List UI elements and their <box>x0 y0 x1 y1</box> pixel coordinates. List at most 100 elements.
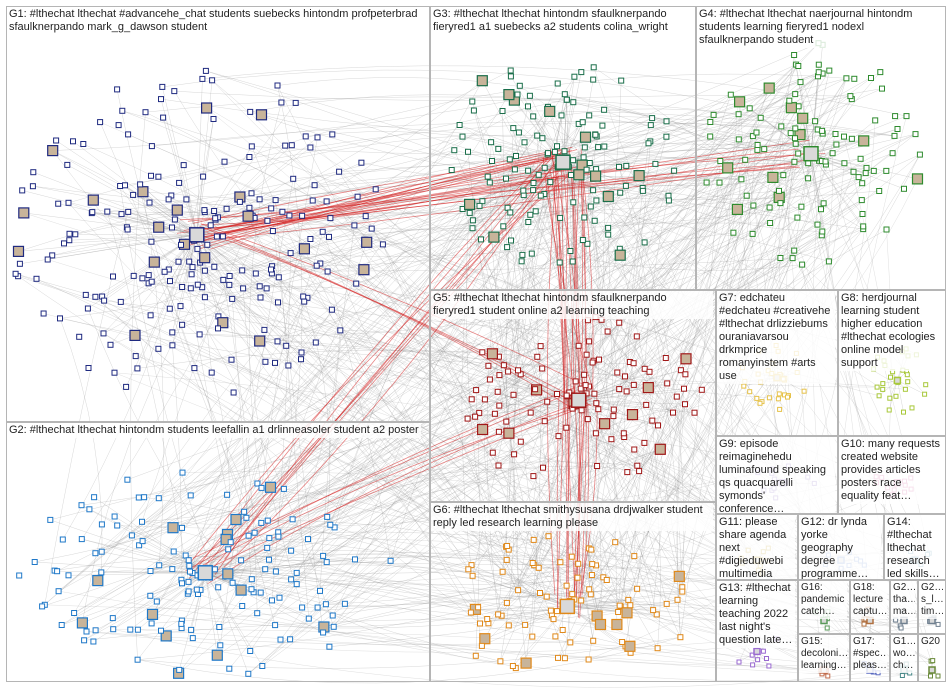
strong-edge <box>200 223 589 388</box>
user-avatar-node <box>211 649 223 661</box>
graph-node <box>92 627 99 634</box>
user-avatar-node <box>642 382 654 394</box>
graph-node <box>641 239 648 246</box>
graph-node <box>855 174 862 181</box>
user-avatar-node <box>614 249 626 261</box>
graph-node <box>670 409 676 416</box>
user-avatar-node <box>160 630 172 642</box>
inter-group-edge <box>242 288 303 608</box>
graph-node <box>527 211 534 218</box>
inter-group-edge <box>229 76 819 669</box>
inter-group-edge <box>251 146 547 597</box>
inter-group-edge <box>356 76 819 284</box>
graph-node <box>489 158 495 164</box>
graph-node <box>298 356 304 363</box>
graph-node <box>472 413 479 420</box>
graph-node <box>110 273 116 280</box>
graph-node <box>577 385 584 392</box>
graph-node <box>608 436 615 443</box>
intra-group-edge <box>578 400 645 444</box>
graph-node <box>572 378 579 385</box>
intra-group-edge <box>567 576 680 607</box>
intra-group-edge <box>137 234 197 369</box>
group-label-g20: G20 <box>919 635 942 649</box>
user-avatar-node <box>235 584 247 596</box>
graph-node <box>211 208 218 214</box>
graph-node <box>448 167 455 173</box>
graph-node <box>125 208 132 215</box>
graph-node <box>888 374 893 380</box>
graph-node <box>468 562 475 569</box>
graph-node <box>586 586 593 593</box>
graph-node <box>532 208 539 215</box>
inter-group-edge <box>91 190 780 216</box>
graph-node <box>217 642 224 649</box>
graph-node <box>541 418 548 425</box>
graph-node <box>288 547 295 554</box>
graph-node <box>857 155 864 162</box>
hub-node <box>555 154 571 170</box>
graph-node <box>583 351 590 358</box>
graph-node <box>135 494 142 501</box>
intra-group-edge <box>205 550 292 573</box>
graph-node <box>525 167 532 174</box>
graph-node <box>169 329 176 336</box>
graph-node <box>529 633 536 640</box>
strong-edge <box>223 148 564 568</box>
graph-node <box>175 258 182 265</box>
intra-group-edge <box>196 220 268 235</box>
graph-node <box>541 164 548 171</box>
graph-node <box>851 75 858 82</box>
inter-group-edge <box>620 106 799 607</box>
graph-node <box>590 64 597 71</box>
graph-node <box>329 612 336 619</box>
graph-node <box>534 353 541 360</box>
graph-node <box>257 294 264 301</box>
user-avatar-node <box>222 568 234 580</box>
graph-node <box>130 191 137 198</box>
graph-node <box>618 77 625 84</box>
graph-node <box>539 365 546 372</box>
intra-group-edge <box>518 590 568 607</box>
user-avatar-node <box>87 194 99 206</box>
graph-node <box>124 476 131 483</box>
graph-node <box>82 291 89 298</box>
graph-node <box>171 88 178 95</box>
graph-node <box>791 52 798 58</box>
graph-node <box>39 603 46 610</box>
inter-group-edge <box>514 94 851 101</box>
strong-edge <box>579 161 587 619</box>
graph-node <box>211 566 218 573</box>
graph-node <box>904 372 910 378</box>
graph-node <box>248 190 255 197</box>
inter-group-edge <box>97 190 643 581</box>
inter-group-edge <box>277 77 667 122</box>
inter-group-edge <box>280 190 780 640</box>
inter-group-edge <box>488 217 585 366</box>
graph-node <box>186 258 193 265</box>
graph-node <box>372 186 379 193</box>
intra-group-edge <box>578 400 628 473</box>
graph-node <box>586 112 593 119</box>
graph-node <box>65 199 72 206</box>
graph-node <box>559 627 566 633</box>
intra-group-edge <box>794 153 812 251</box>
graph-node <box>775 396 781 402</box>
graph-node <box>274 338 281 345</box>
graph-node <box>736 659 742 665</box>
graph-node <box>634 585 641 592</box>
graph-node <box>643 401 650 408</box>
graph-node <box>506 156 513 163</box>
graph-node <box>662 355 669 361</box>
graph-node <box>299 604 306 611</box>
graph-node <box>496 402 503 409</box>
graph-node <box>698 386 705 393</box>
inter-group-edge <box>259 340 634 365</box>
inter-group-edge <box>239 196 519 591</box>
inter-group-edge <box>81 504 501 662</box>
graph-node <box>212 215 219 222</box>
graph-node <box>227 539 234 546</box>
graph-node <box>571 73 578 80</box>
user-avatar-node <box>92 574 104 587</box>
graph-node <box>352 556 358 563</box>
